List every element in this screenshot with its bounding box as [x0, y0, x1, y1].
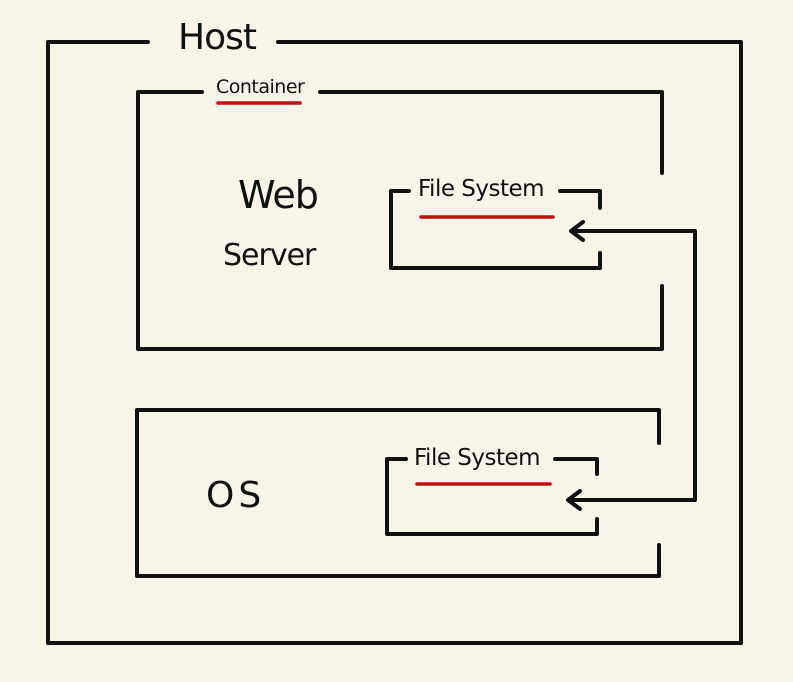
container-label: Container — [216, 76, 305, 98]
arrowhead-container — [569, 220, 585, 242]
os-label: OS — [206, 475, 266, 516]
web-server-label-line2: Server — [223, 238, 316, 273]
os-filesystem-label: File System — [414, 445, 541, 471]
arrowhead-os — [566, 489, 582, 511]
os-box — [135, 408, 661, 578]
host-label: Host — [178, 17, 257, 58]
mount-connector — [569, 229, 697, 502]
container-filesystem-label: File System — [418, 176, 545, 202]
container-box — [136, 90, 664, 351]
web-server-label-line1: Web — [238, 173, 319, 217]
container-filesystem-box — [389, 189, 602, 270]
host-box — [46, 40, 743, 645]
os-filesystem-box — [385, 457, 599, 536]
